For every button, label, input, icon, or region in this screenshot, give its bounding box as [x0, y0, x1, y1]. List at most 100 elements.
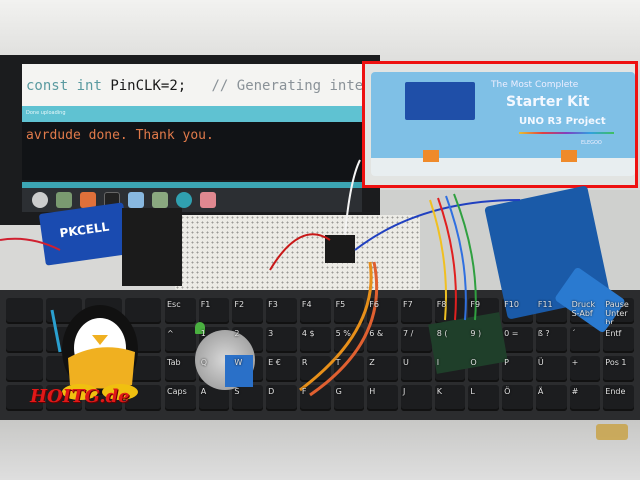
key[interactable]: Ö	[504, 387, 511, 396]
key[interactable]: K	[436, 387, 442, 396]
keycap	[266, 327, 297, 353]
power-supply-module	[122, 208, 182, 286]
key[interactable]: Ü	[537, 358, 544, 367]
key[interactable]: F4	[301, 300, 312, 309]
key[interactable]: Q	[200, 358, 207, 367]
key[interactable]: T	[335, 358, 341, 367]
key[interactable]: R	[301, 358, 308, 367]
keycap[interactable]	[6, 356, 43, 382]
code-text: PinCLK=2;	[110, 78, 187, 94]
breadboard	[175, 215, 420, 290]
key[interactable]: W	[234, 358, 243, 367]
wire-red	[437, 197, 457, 321]
key[interactable]: 5 %	[335, 329, 351, 338]
key[interactable]: ß ?	[537, 329, 550, 338]
folder-icon[interactable]	[56, 192, 72, 208]
key[interactable]: F	[301, 387, 307, 396]
key[interactable]: 1	[200, 329, 206, 338]
keycap	[266, 385, 297, 411]
keycap	[400, 385, 432, 411]
key[interactable]: Ä	[537, 387, 544, 396]
key[interactable]: J	[402, 387, 406, 396]
code-comment: // Generating inte	[211, 78, 362, 94]
key[interactable]: ^	[167, 329, 174, 338]
key[interactable]: 6 &	[369, 329, 384, 338]
key[interactable]: 9 )	[470, 329, 482, 338]
key[interactable]: F1	[200, 300, 211, 309]
keycap	[603, 356, 634, 382]
key[interactable]: Pause Unterbr	[605, 300, 629, 324]
key[interactable]: 4 $	[301, 329, 315, 338]
key[interactable]: L	[470, 387, 475, 396]
keycap	[165, 356, 196, 382]
key[interactable]: H	[369, 387, 376, 396]
key[interactable]: D	[268, 387, 275, 396]
key[interactable]: #	[571, 387, 579, 396]
key[interactable]: 7 /	[402, 329, 414, 338]
key[interactable]: A	[200, 387, 207, 396]
key[interactable]: S	[234, 387, 240, 396]
key[interactable]: 2	[234, 329, 240, 338]
firefox-icon[interactable]	[80, 192, 96, 208]
keycap[interactable]	[124, 298, 161, 324]
box-title-line1: The Most Complete	[491, 80, 579, 90]
key[interactable]: Entf	[605, 329, 622, 338]
keycap	[299, 327, 331, 353]
key[interactable]: E €	[268, 358, 281, 367]
key[interactable]: U	[402, 358, 409, 367]
keycap	[400, 298, 432, 324]
keycap	[569, 327, 601, 353]
key[interactable]: 8 (	[436, 329, 448, 338]
key[interactable]: F2	[234, 300, 245, 309]
key[interactable]: Tab	[167, 358, 181, 367]
keycap	[502, 385, 533, 411]
watermark	[596, 424, 628, 440]
keycap[interactable]	[6, 298, 43, 324]
laptop-screen: const int PinCLK=2; // Generating inte D…	[22, 64, 362, 212]
key[interactable]: +	[571, 358, 579, 367]
key[interactable]: ´	[571, 329, 576, 338]
keyword: const	[26, 78, 69, 94]
key[interactable]: F10	[504, 300, 519, 309]
wire-orange	[309, 261, 379, 397]
key[interactable]: F3	[268, 300, 278, 309]
key[interactable]: 3	[268, 329, 274, 338]
keycap	[468, 385, 500, 411]
app-icon[interactable]	[200, 192, 216, 208]
keycap	[165, 385, 196, 411]
key[interactable]: Esc	[167, 300, 181, 309]
penguin-logo	[50, 305, 138, 400]
keycap[interactable]	[6, 327, 43, 353]
keycap	[367, 327, 398, 353]
keycap	[299, 298, 331, 324]
menu-icon[interactable]	[32, 192, 48, 208]
key[interactable]: 0 =	[504, 329, 519, 338]
key[interactable]: F8	[436, 300, 447, 309]
key[interactable]: F6	[369, 300, 379, 309]
key[interactable]: Druck S-Abf	[571, 300, 596, 318]
key[interactable]: G	[335, 387, 342, 396]
keycap	[367, 385, 398, 411]
green-led	[195, 322, 205, 334]
ide-footer	[22, 182, 362, 188]
key[interactable]: I	[436, 358, 440, 367]
key[interactable]: Ende	[605, 387, 626, 396]
arduino-icon[interactable]	[176, 192, 192, 208]
keycap[interactable]	[6, 385, 43, 411]
key[interactable]: F7	[402, 300, 413, 309]
window-icon[interactable]	[128, 192, 144, 208]
key[interactable]: Pos 1	[605, 358, 627, 367]
key[interactable]: F11	[537, 300, 553, 309]
keycap	[400, 356, 432, 382]
key[interactable]: Z	[369, 358, 375, 367]
wire-yellow	[429, 199, 447, 321]
box-latch	[423, 150, 439, 162]
key[interactable]: F5	[335, 300, 346, 309]
box-brand: ELEGOO	[581, 140, 602, 146]
files-icon[interactable]	[152, 192, 168, 208]
key[interactable]: F9	[470, 300, 481, 309]
key[interactable]: P	[504, 358, 509, 367]
key[interactable]: Caps	[167, 387, 187, 396]
key[interactable]: O	[470, 358, 477, 367]
